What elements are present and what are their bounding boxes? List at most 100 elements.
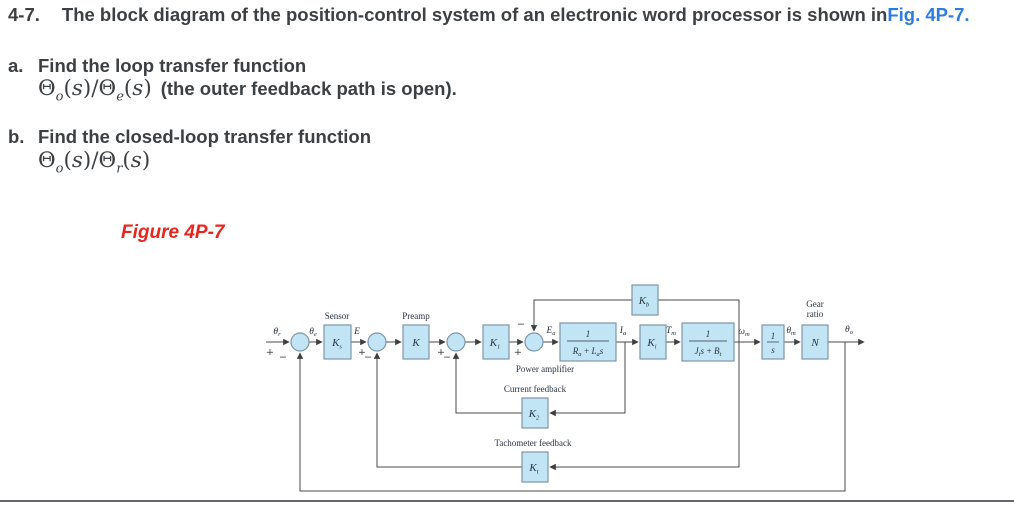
summing-junction-2 xyxy=(367,332,387,352)
sum-signs: + − + − + − + − xyxy=(266,319,525,363)
sym: K xyxy=(489,337,498,349)
current-feedback-caption: Current feedback xyxy=(504,384,567,394)
block-sensor-ks: Sensor Ks xyxy=(323,311,352,360)
svg-text:Kb: Kb xyxy=(638,295,650,309)
sub: m xyxy=(791,330,796,337)
sym: E xyxy=(545,326,552,336)
numerator: 1 xyxy=(771,331,776,341)
signal-theta-e: θe xyxy=(309,327,317,338)
block-k2-current-feedback: Current feedback K2 xyxy=(504,384,567,429)
math-paren: ( xyxy=(123,76,133,101)
part-b-heading: b.Find the closed-loop transfer function xyxy=(8,126,371,148)
sym: θ xyxy=(309,327,314,337)
sub: o xyxy=(850,329,854,336)
ratio-caption: ratio xyxy=(807,309,824,319)
block-ki: Ki xyxy=(639,324,667,360)
figure-4p7-block-diagram: + − + − + − + − Sensor Ks Preamp K K1 1 xyxy=(266,284,865,492)
summing-junction-1 xyxy=(290,332,310,352)
current-feedback-wire xyxy=(549,342,626,417)
sub: a xyxy=(578,351,581,358)
math-paren: ) xyxy=(143,76,152,101)
part-a-label: a. xyxy=(8,55,24,76)
sym: θ xyxy=(845,325,850,335)
sub: b xyxy=(646,302,650,309)
problem-text: The block diagram of the position-contro… xyxy=(61,4,888,25)
minus-sign: − xyxy=(364,352,372,363)
sym: L xyxy=(591,346,597,356)
tachometer-feedback-wire xyxy=(549,342,740,471)
part-a-note: (the outer feedback path is open). xyxy=(160,78,457,99)
part-b-label: b. xyxy=(8,126,25,147)
minus-sign: − xyxy=(443,352,451,363)
denominator: s xyxy=(771,345,775,355)
plus-sign: + xyxy=(437,347,445,358)
sub: m xyxy=(671,330,676,337)
signal-tm: Tm xyxy=(666,326,676,337)
preamp-caption: Preamp xyxy=(402,311,430,321)
math-slash: / xyxy=(91,148,99,173)
signal-ia: Ia xyxy=(619,326,626,337)
math-var: s xyxy=(71,148,83,173)
sym: K xyxy=(528,462,537,474)
sub: a xyxy=(552,330,555,337)
transfer-function-a: Θo(s)/Θe(s) xyxy=(38,76,152,105)
sym: N xyxy=(810,337,819,349)
svg-text:Jts+Bt: Jts+Bt xyxy=(695,346,722,358)
op: + xyxy=(583,346,589,356)
math-paren: ) xyxy=(82,76,92,101)
sub: t xyxy=(720,351,722,358)
summing-junction-3 xyxy=(446,332,466,352)
block-integrator: 1 s xyxy=(761,324,785,360)
math-var: s xyxy=(132,76,144,101)
math-var: s xyxy=(130,148,142,173)
block-kb-back-emf: Kb xyxy=(631,284,659,316)
math-sym: Θ xyxy=(38,148,56,173)
figure-caption: Figure 4P-7 xyxy=(121,222,225,243)
sym: s xyxy=(600,346,604,356)
sub: a xyxy=(623,330,626,337)
part-a-heading: a. Find the loop transfer function xyxy=(8,55,306,77)
math-sym: Θ xyxy=(98,148,117,173)
svg-text:Kt: Kt xyxy=(528,462,538,476)
sub: a xyxy=(597,351,600,358)
math-paren: ( xyxy=(63,148,72,173)
sym: θ xyxy=(273,327,278,337)
svg-text:Ra+Las: Ra+Las xyxy=(572,346,604,358)
part-a-text: Find the loop transfer function xyxy=(38,55,307,76)
kb-feedback-wire xyxy=(658,299,740,342)
signal-labels: θr θe E Ea Ia Tm ωm θm θo xyxy=(273,325,853,338)
sym: K xyxy=(411,337,420,349)
math-paren: ( xyxy=(63,76,72,101)
figure-link[interactable]: Fig. 4P-7. xyxy=(887,4,970,25)
sub: 2 xyxy=(536,415,540,422)
part-b-expression-row: Θo(s)/Θr(s) xyxy=(38,148,150,177)
sub: t xyxy=(537,469,539,476)
signal-wires xyxy=(266,299,865,492)
block-kt-tachometer-feedback: Tachometer feedback Kt xyxy=(494,438,572,483)
svg-text:Ki: Ki xyxy=(646,337,656,351)
op: + xyxy=(706,346,712,356)
math-sub: r xyxy=(116,161,123,177)
sub: 1 xyxy=(497,344,500,351)
gear-caption: Gear xyxy=(806,299,824,309)
sym: R xyxy=(572,346,579,356)
sub: r xyxy=(278,331,281,338)
signal-theta-o: θo xyxy=(845,325,854,336)
sub: e xyxy=(314,331,317,338)
sym: B xyxy=(714,346,720,356)
sym: I xyxy=(619,326,624,336)
sym: K xyxy=(646,337,655,349)
math-sub: o xyxy=(55,161,64,177)
part-a-expression-row: Θo(s)/Θe(s) (the outer feedback path is … xyxy=(38,76,457,105)
math-slash: / xyxy=(91,76,99,101)
math-sub: o xyxy=(55,89,64,105)
sym: K xyxy=(528,408,537,420)
signal-e: E xyxy=(353,327,360,337)
block-power-amplifier: 1 Ra+Las Power amplifier xyxy=(516,322,617,374)
block-preamp-k: Preamp K xyxy=(402,311,430,360)
problem-number: 4-7. xyxy=(8,4,40,25)
minus-sign: − xyxy=(279,352,287,363)
sym: K xyxy=(331,337,340,349)
math-sub: e xyxy=(116,89,124,105)
